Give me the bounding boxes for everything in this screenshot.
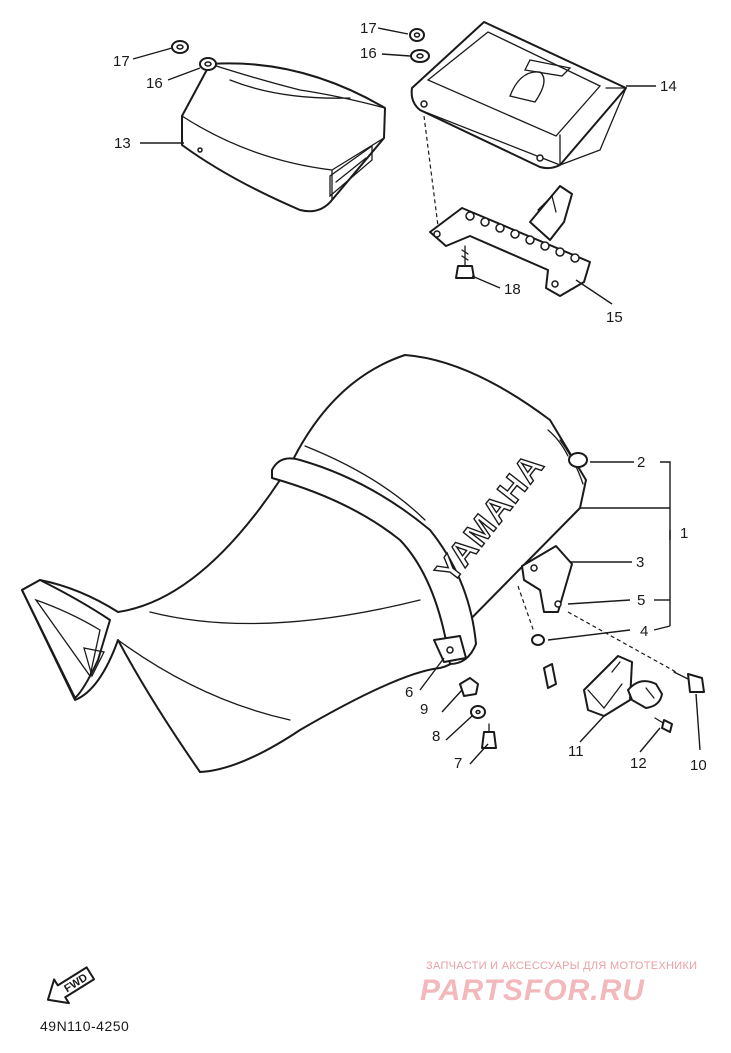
seat-assembly-part-1: YAMAHA bbox=[21, 354, 588, 773]
callout-17-right: 17 bbox=[360, 20, 377, 37]
callout-8: 8 bbox=[432, 728, 440, 745]
callout-3: 3 bbox=[636, 554, 644, 571]
watermark-logo: PARTSFOR.RU bbox=[420, 974, 645, 1007]
callout-16-left: 16 bbox=[146, 75, 163, 92]
washer-part-4 bbox=[531, 634, 545, 646]
seat-lock-part-11 bbox=[583, 655, 663, 717]
callout-11: 11 bbox=[568, 743, 584, 760]
lock-bracket-part-3 bbox=[517, 545, 573, 633]
callout-6: 6 bbox=[405, 684, 413, 701]
forward-arrow-icon: FWD bbox=[46, 966, 96, 1005]
callout-13: 13 bbox=[114, 135, 131, 152]
washer-part-16-right bbox=[410, 49, 430, 63]
nut-part-17-right bbox=[409, 28, 425, 42]
callout-10: 10 bbox=[690, 757, 707, 774]
callout-17-left: 17 bbox=[113, 53, 130, 70]
screw-part-12 bbox=[654, 717, 673, 733]
watermark-caption: ЗАПЧАСТИ И АКСЕССУАРЫ ДЛЯ МОТОТЕХНИКИ bbox=[426, 960, 698, 972]
callout-15: 15 bbox=[606, 309, 623, 326]
nut-part-17-left bbox=[171, 40, 189, 54]
callout-1: 1 bbox=[680, 525, 688, 542]
callout-7: 7 bbox=[454, 755, 462, 772]
diagram-code: 49N110-4250 bbox=[40, 1018, 130, 1034]
callout-16-right: 16 bbox=[360, 45, 377, 62]
bracket-plate-part-15 bbox=[423, 115, 591, 297]
screw-part-18 bbox=[455, 245, 475, 279]
callout-5: 5 bbox=[637, 592, 645, 609]
callout-9: 9 bbox=[420, 701, 428, 718]
storage-bag-part-13 bbox=[181, 62, 386, 213]
bolt-part-10 bbox=[567, 611, 705, 693]
callout-4: 4 bbox=[640, 623, 648, 640]
storage-tray-part-14 bbox=[410, 21, 627, 170]
screw-part-small-lock bbox=[543, 663, 557, 689]
callout-18: 18 bbox=[504, 281, 521, 298]
callout-leaders bbox=[132, 27, 701, 765]
nut-part-9 bbox=[459, 677, 479, 697]
washer-part-16-left bbox=[199, 57, 217, 71]
bolt-part-7 bbox=[481, 723, 497, 749]
callout-12: 12 bbox=[630, 755, 647, 772]
washer-part-8 bbox=[470, 705, 486, 719]
callout-2: 2 bbox=[637, 454, 645, 471]
callout-14: 14 bbox=[660, 78, 677, 95]
